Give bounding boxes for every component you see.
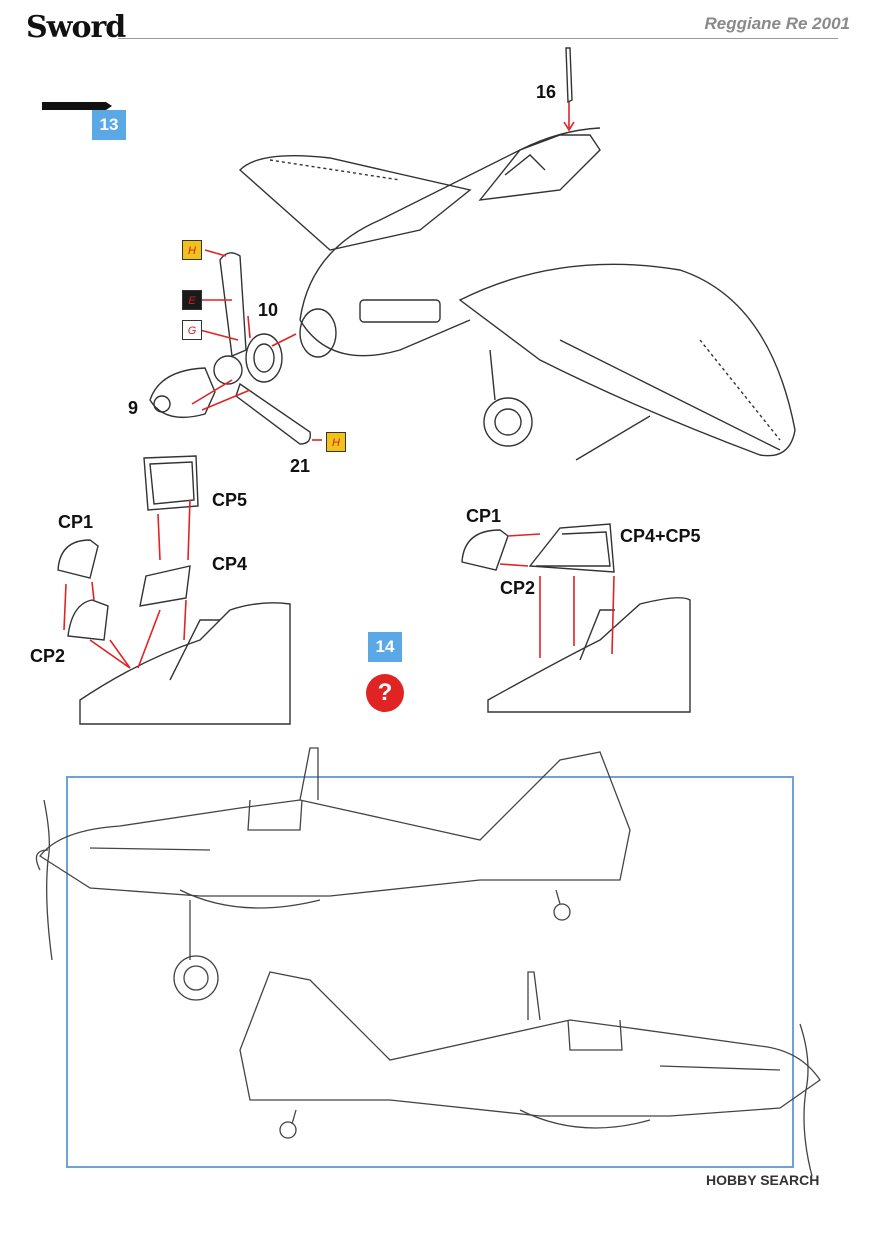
step-14-badge: 14 (368, 632, 402, 662)
sword-logo: Sword (26, 10, 126, 45)
cp4-label-left: CP4 (212, 554, 248, 574)
part-9-label: 9 (128, 398, 139, 418)
cp1-label-left: CP1 (58, 512, 94, 532)
canopy-assembly-illustration (57, 455, 691, 725)
cp5-label-left: CP5 (212, 490, 248, 510)
part-21-label: 21 (290, 456, 311, 476)
profile-views-frame (66, 776, 794, 1168)
step-13-illustration (149, 47, 796, 461)
question-icon: ? (366, 674, 404, 712)
document-title: Reggiane Re 2001 (704, 14, 850, 33)
color-e-swatch: E (182, 290, 202, 310)
color-g-swatch: G (182, 320, 202, 340)
aircraft-profile-views (35, 747, 821, 1177)
cp2-label-right: CP2 (500, 578, 536, 598)
color-h-swatch: H (182, 240, 202, 260)
color-h-swatch-lower: H (326, 432, 346, 452)
cp2-label-left: CP2 (30, 646, 66, 666)
part-16-label: 16 (536, 82, 557, 102)
cp4-cp5-label-right: CP4+CP5 (620, 526, 701, 546)
cp1-label-right: CP1 (466, 506, 502, 526)
step-13-badge: 13 (92, 110, 126, 140)
part-10-label: 10 (258, 300, 279, 320)
header-rule (118, 38, 838, 39)
hobby-search-watermark: HOBBY SEARCH (706, 1172, 820, 1188)
